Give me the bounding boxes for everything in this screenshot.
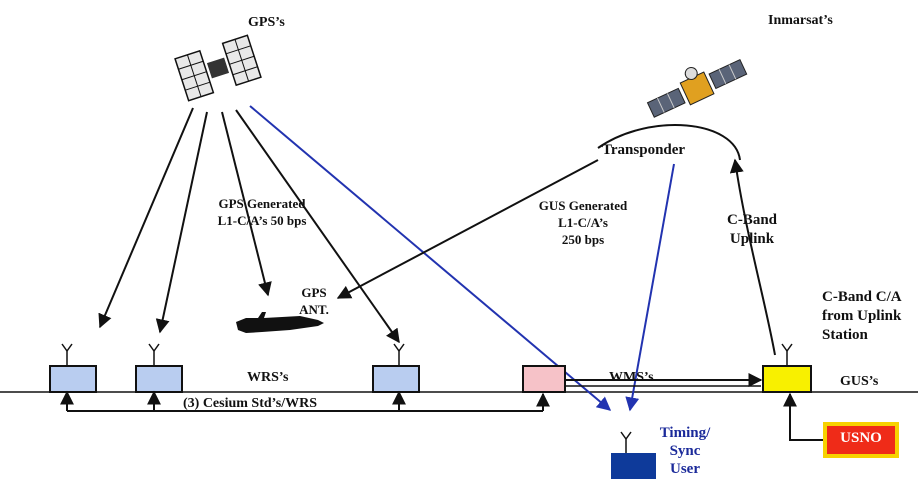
usno-to-gus-arrow xyxy=(783,392,825,441)
timing-user-label: Timing/ Sync User xyxy=(659,425,711,477)
usno-label: USNO xyxy=(840,430,882,446)
user-antenna-icon xyxy=(620,431,632,453)
gus-station-box xyxy=(762,365,812,393)
timing-user-box xyxy=(611,453,656,479)
gps-signal-arrow-1 xyxy=(98,107,194,329)
wrs-antenna-2-icon xyxy=(148,343,160,366)
wms-station-box xyxy=(522,365,566,393)
wms-label: WMS’s xyxy=(609,370,654,385)
gps-antenna-label: GPS ANT. xyxy=(299,285,329,317)
gus-generated-label: GUS Generated L1-C/A’s 250 bps xyxy=(538,198,628,247)
gps-satellite-icon xyxy=(174,34,262,102)
wrs-label: WRS’s xyxy=(247,370,289,385)
cband-uplink-arrow xyxy=(729,158,776,356)
gps-to-user-link xyxy=(249,105,612,411)
inmarsat-label: Inmarsat’s xyxy=(768,13,833,28)
transponder-arc xyxy=(597,124,741,161)
transponder-label: Transponder xyxy=(602,142,686,158)
gps-signal-arrow-2 xyxy=(155,111,208,334)
cband-uplink-label: C-Band Uplink xyxy=(726,212,778,247)
cesium-std-label: (3) Cesium Std’s/WRS xyxy=(183,396,318,411)
wrs-station-box-2 xyxy=(135,365,183,393)
gps-satellites-label: GPS’s xyxy=(248,15,285,30)
wrs-station-box-3 xyxy=(372,365,420,393)
gps-generated-label: GPS Generated L1-C/A’s 50 bps xyxy=(217,196,307,228)
usno-box xyxy=(823,422,899,458)
transponder-to-aircraft-arrow xyxy=(336,159,599,299)
inmarsat-satellite-icon xyxy=(646,58,748,118)
wrs-station-box-1 xyxy=(49,365,97,393)
wrs-antenna-1-icon xyxy=(61,343,73,366)
gps-signal-arrow-3 xyxy=(221,111,272,297)
aircraft-icon xyxy=(236,312,324,333)
gus-antenna-icon xyxy=(781,343,793,366)
cband-ca-label: C-Band C/A from Uplink Station xyxy=(822,289,902,343)
gps-signal-arrow-4 xyxy=(235,109,400,344)
gus-label: GUS’s xyxy=(840,374,879,389)
transponder-to-user-link xyxy=(625,163,675,412)
wrs-antenna-3-icon xyxy=(393,343,405,366)
